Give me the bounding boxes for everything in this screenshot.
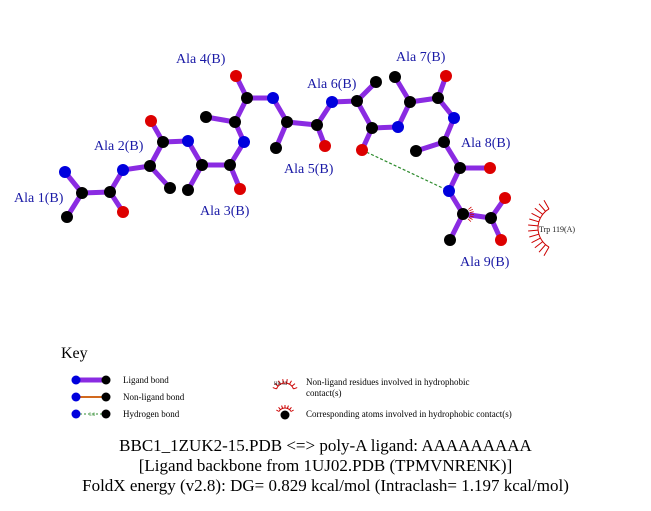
key-non-ligand-bond: Non-ligand bond xyxy=(71,392,185,402)
carbon-atom xyxy=(157,136,169,148)
hydrophobic-atom-spokes xyxy=(467,206,475,222)
carbon-atom xyxy=(76,187,88,199)
footer-line-3: FoldX energy (v2.8): DG= 0.829 kcal/mol … xyxy=(82,476,569,495)
footer-line-1: BBC1_1ZUK2-15.PDB <=> poly-A ligand: AAA… xyxy=(119,436,532,455)
hydrophobic-contact-trp119: Trp 119(A) xyxy=(528,200,575,256)
oxygen-atom xyxy=(117,206,129,218)
key-hydrogen-bond: 3.0 Hydrogen bond xyxy=(71,409,180,419)
key-hydrophobic-residues-line2: contact(s) xyxy=(306,388,341,398)
residue-labels: Ala 1(B) Ala 2(B) Ala 3(B) Ala 4(B) Ala … xyxy=(14,50,511,270)
hydrogen-bond-line xyxy=(361,149,450,192)
nitrogen-atom xyxy=(117,164,129,176)
oxygen-atom xyxy=(356,144,368,156)
carbon-atom xyxy=(311,119,323,131)
trp119-label: Trp 119(A) xyxy=(539,225,575,234)
oxygen-atom xyxy=(440,70,452,82)
key-nitrogen-atom xyxy=(71,375,81,385)
key-hydrophobic-atoms: Corresponding atoms involved in hydropho… xyxy=(276,405,512,420)
oxygen-atom xyxy=(230,70,242,82)
carbon-atom xyxy=(182,184,194,196)
label-ala8: Ala 8(B) xyxy=(461,136,511,151)
carbon-atom xyxy=(104,186,116,198)
key-hbond-length: 3.0 xyxy=(89,413,96,418)
key-hydrogen-bond-label: Hydrogen bond xyxy=(123,409,180,419)
carbon-atom xyxy=(351,95,363,107)
key-ligand-bond: Ligand bond xyxy=(71,375,169,385)
nitrogen-atom xyxy=(443,185,455,197)
footer-line-2: [Ligand backbone from 1UJ02.PDB (TPMVNRE… xyxy=(138,456,513,475)
carbon-atom xyxy=(389,71,401,83)
carbon-atom xyxy=(200,111,212,123)
carbon-atom xyxy=(241,92,253,104)
key-carbon-atom xyxy=(101,409,111,419)
key-hydrophobic-atoms-label: Corresponding atoms involved in hydropho… xyxy=(306,409,512,419)
key-hydrophobic-atom xyxy=(280,410,290,420)
oxygen-atom xyxy=(234,183,246,195)
key-nitrogen-atom xyxy=(71,409,81,419)
key-hydrophobic-residue: His 53 Non-ligand residues involved in h… xyxy=(272,377,469,398)
carbon-atom xyxy=(61,211,73,223)
carbon-atom xyxy=(444,234,456,246)
nitrogen-atom xyxy=(59,166,71,178)
key-example-residue: His 53 xyxy=(274,382,288,387)
carbon-atom xyxy=(270,142,282,154)
carbon-atom xyxy=(410,145,422,157)
label-ala6: Ala 6(B) xyxy=(307,77,357,92)
oxygen-atom xyxy=(145,115,157,127)
carbon-atom xyxy=(281,116,293,128)
oxygen-atom xyxy=(499,192,511,204)
carbon-atom xyxy=(224,159,236,171)
carbon-atom xyxy=(229,116,241,128)
nitrogen-atom xyxy=(326,96,338,108)
label-ala5: Ala 5(B) xyxy=(284,162,334,177)
key-carbon-atom xyxy=(101,375,111,385)
carbon-atom xyxy=(404,96,416,108)
carbon-atom xyxy=(457,208,469,220)
label-ala1: Ala 1(B) xyxy=(14,191,64,206)
carbon-atom xyxy=(164,182,176,194)
nitrogen-atom xyxy=(392,121,404,133)
key-title: Key xyxy=(61,345,88,362)
nitrogen-atom xyxy=(448,112,460,124)
key-ligand-bond-label: Ligand bond xyxy=(123,375,169,385)
carbon-atom xyxy=(196,159,208,171)
key-carbon-atom xyxy=(101,392,111,402)
key-hydrophobic-residues-line1: Non-ligand residues involved in hydropho… xyxy=(306,377,469,387)
nitrogen-atom xyxy=(182,135,194,147)
ligand-atoms xyxy=(59,70,511,246)
label-ala7: Ala 7(B) xyxy=(396,50,446,65)
label-ala9: Ala 9(B) xyxy=(460,255,510,270)
hydrogen-bonds xyxy=(361,149,450,192)
key-hydrophobic-arc-icon xyxy=(272,379,298,390)
key-non-ligand-bond-label: Non-ligand bond xyxy=(123,392,185,402)
hydrophobic-arc-icon xyxy=(528,200,550,256)
label-ala3: Ala 3(B) xyxy=(200,204,250,219)
carbon-atom xyxy=(370,76,382,88)
oxygen-atom xyxy=(495,234,507,246)
nitrogen-atom xyxy=(238,136,250,148)
nitrogen-atom xyxy=(267,92,279,104)
oxygen-atom xyxy=(484,162,496,174)
carbon-atom xyxy=(366,122,378,134)
carbon-atom xyxy=(454,162,466,174)
key-nitrogen-atom xyxy=(71,392,81,402)
key-hydrophobic-atom-arc-icon xyxy=(276,405,294,412)
label-ala4: Ala 4(B) xyxy=(176,52,226,67)
carbon-atom xyxy=(144,160,156,172)
oxygen-atom xyxy=(319,140,331,152)
label-ala2: Ala 2(B) xyxy=(94,139,144,154)
carbon-atom xyxy=(438,136,450,148)
carbon-atom xyxy=(485,212,497,224)
key-panel: Key Ligand bond Non-ligand bond 3.0 Hydr… xyxy=(61,345,512,420)
carbon-atom xyxy=(432,92,444,104)
